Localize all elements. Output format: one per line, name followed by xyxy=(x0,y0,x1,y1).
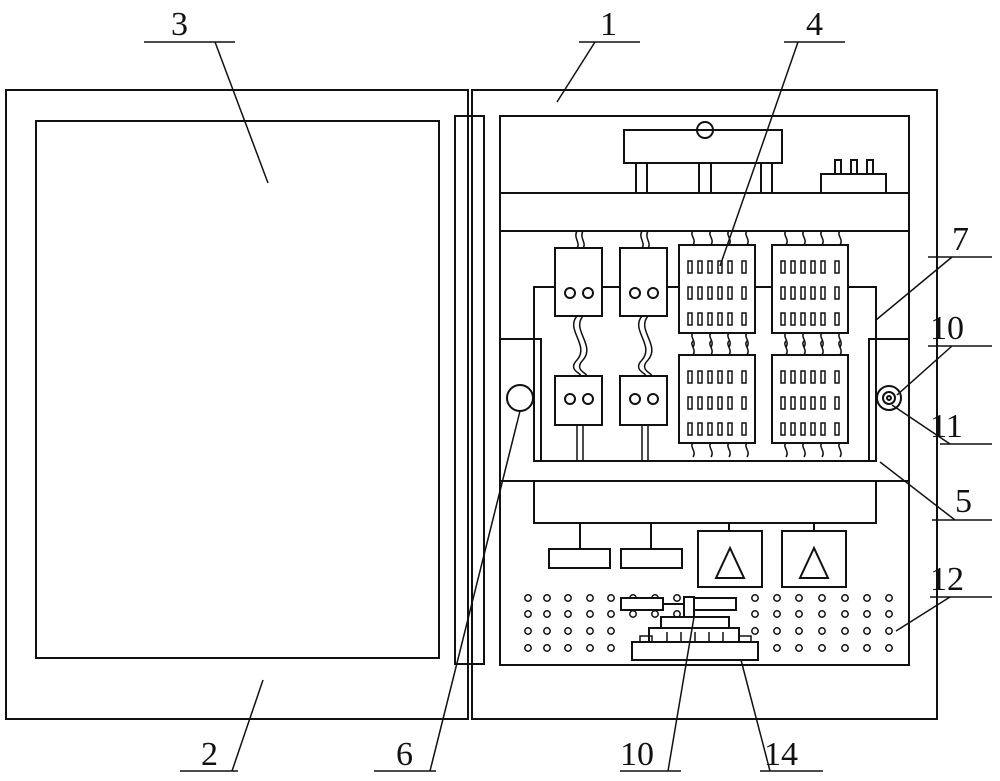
label-6: 6 xyxy=(396,736,413,773)
terminal-module-2 xyxy=(771,230,849,348)
switch-lower-1 xyxy=(554,375,603,426)
vent-hole xyxy=(524,610,532,618)
vent-hole xyxy=(564,644,572,652)
vent-hole xyxy=(885,610,893,618)
vent-hole xyxy=(885,644,893,652)
vent-hole xyxy=(841,610,849,618)
terminal-module-1 xyxy=(678,230,756,348)
label-5: 5 xyxy=(955,483,972,520)
vent-hole xyxy=(543,644,551,652)
vent-hole xyxy=(673,594,681,602)
bottom-breakers xyxy=(548,523,847,588)
vent-hole xyxy=(607,644,615,652)
lock-knob xyxy=(876,385,902,411)
vent-hole xyxy=(751,594,759,602)
switch-upper-2 xyxy=(619,247,668,317)
vent-hole xyxy=(543,594,551,602)
vent-hole xyxy=(564,610,572,618)
vent-hole xyxy=(885,627,893,635)
vent-hole xyxy=(651,610,659,618)
vent-hole xyxy=(773,644,781,652)
vent-hole xyxy=(607,610,615,618)
vent-hole xyxy=(818,610,826,618)
door-panel xyxy=(35,120,440,659)
vent-hole xyxy=(629,610,637,618)
vent-hole xyxy=(773,627,781,635)
door xyxy=(5,89,469,720)
switch-upper-1 xyxy=(554,247,603,317)
vent-hole xyxy=(586,644,594,652)
vent-hole xyxy=(524,627,532,635)
vent-hole xyxy=(751,610,759,618)
vent-hole xyxy=(586,594,594,602)
label-1: 1 xyxy=(600,6,617,43)
vent-hole xyxy=(607,627,615,635)
label-14: 14 xyxy=(764,736,798,773)
vent-hole xyxy=(863,627,871,635)
terminal-module-3 xyxy=(678,340,756,458)
vent-hole xyxy=(524,644,532,652)
vent-hole xyxy=(543,627,551,635)
switch-lower-2 xyxy=(619,375,668,426)
vent-hole xyxy=(863,610,871,618)
label-2: 2 xyxy=(201,736,218,773)
hinge xyxy=(454,115,485,665)
label-7: 7 xyxy=(952,221,969,258)
vent-hole xyxy=(751,627,759,635)
leader-lines xyxy=(144,41,992,772)
vent-hole xyxy=(607,594,615,602)
door-handle xyxy=(506,384,534,412)
top-rail xyxy=(499,121,910,232)
vent-hole xyxy=(818,594,826,602)
label-4: 4 xyxy=(806,6,823,43)
terminal-module-4 xyxy=(771,340,849,458)
lower-rail xyxy=(533,480,877,524)
terminal-modules xyxy=(678,230,849,458)
label-10-right: 10 xyxy=(930,310,964,347)
vent-hole xyxy=(795,610,803,618)
vent-hole xyxy=(564,627,572,635)
label-10-bottom: 10 xyxy=(620,736,654,773)
vent-hole xyxy=(773,594,781,602)
vent-hole xyxy=(543,610,551,618)
vent-hole xyxy=(773,610,781,618)
label-12: 12 xyxy=(930,561,964,598)
vent-hole xyxy=(795,594,803,602)
switch-wires xyxy=(572,230,653,461)
vent-hole xyxy=(841,627,849,635)
vent-hole xyxy=(524,594,532,602)
vent-hole xyxy=(863,594,871,602)
vent-hole xyxy=(863,644,871,652)
label-11: 11 xyxy=(930,408,963,445)
vent-hole xyxy=(586,627,594,635)
vent-hole xyxy=(586,610,594,618)
vent-hole xyxy=(841,644,849,652)
fan-assembly xyxy=(620,596,759,661)
label-3: 3 xyxy=(171,6,188,43)
vent-hole xyxy=(795,644,803,652)
vent-hole xyxy=(818,627,826,635)
vent-hole xyxy=(841,594,849,602)
vent-hole xyxy=(795,627,803,635)
vent-hole xyxy=(564,594,572,602)
vent-hole xyxy=(885,594,893,602)
vent-hole xyxy=(818,644,826,652)
